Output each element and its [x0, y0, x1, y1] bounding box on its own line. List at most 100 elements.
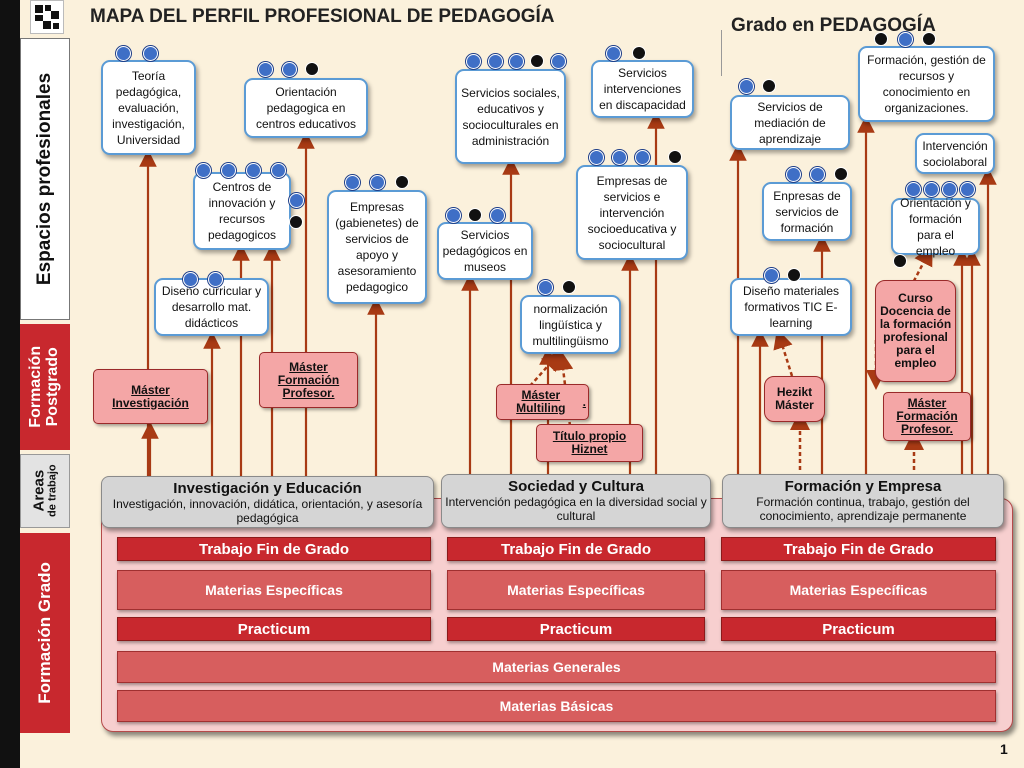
box-orientacion-centros: Orientación pedagogica en centros educat…	[244, 78, 368, 138]
box-normalizacion: normalización lingüística y multilingüis…	[520, 295, 621, 354]
area-investigacion-desc: Investigación, innovación, didática, ori…	[112, 497, 423, 525]
globe-icon	[208, 272, 223, 287]
box-gestion-organizaciones: Formación, gestión de recursos y conocim…	[858, 46, 995, 122]
box-orientacion-empleo: Orientación y formación para el empleo	[891, 196, 980, 258]
side-label-areas: Areas de trabajo	[20, 454, 70, 528]
box-sociolaboral: Intervención sociolaboral	[915, 133, 995, 174]
globe-icon	[898, 32, 913, 47]
box-centros-innovacion: Centros de innovación y recursos pedagog…	[193, 172, 291, 250]
globe-icon	[786, 167, 801, 182]
area-sociedad: Sociedad y Cultura Intervención pedagógi…	[441, 474, 711, 528]
camera-icon	[834, 167, 848, 181]
camera-icon	[787, 268, 801, 282]
logo-icon	[35, 5, 59, 29]
box-servicios-discapacidad: Servicios intervenciones en discapacidad	[591, 60, 694, 118]
globe-icon	[960, 182, 975, 197]
globe-icon	[258, 62, 273, 77]
globe-icon	[490, 208, 505, 223]
practicum-bar-1: Practicum	[117, 617, 431, 641]
globe-icon	[446, 208, 461, 223]
globe-icon	[810, 167, 825, 182]
box-mediacion: Servicios de mediación de aprendizaje	[730, 95, 850, 150]
globe-icon	[635, 150, 650, 165]
master-profesor-box-2: Máster Formación Profesor.	[883, 392, 971, 441]
globe-icon	[466, 54, 481, 69]
especificas-bar-1: Materias Específicas	[117, 570, 431, 610]
camera-icon	[530, 54, 544, 68]
practicum-bar-3: Practicum	[721, 617, 996, 641]
tfg-bar-2: Trabajo Fin de Grado	[447, 537, 705, 561]
dotted-arrow-multiling	[529, 350, 562, 387]
tfg-bar-1: Trabajo Fin de Grado	[117, 537, 431, 561]
globe-icon	[196, 163, 211, 178]
globe-icon	[345, 175, 360, 190]
globe-icon	[282, 62, 297, 77]
area-sociedad-desc: Intervención pedagógica en la diversidad…	[445, 495, 707, 523]
area-formacion-desc: Formación continua, trabajo, gestión del…	[756, 495, 970, 523]
globe-icon	[589, 150, 604, 165]
area-sociedad-title: Sociedad y Cultura	[508, 478, 644, 495]
especificas-bar-3: Materias Específicas	[721, 570, 996, 610]
camera-icon	[874, 32, 888, 46]
practicum-bar-2: Practicum	[447, 617, 705, 641]
box-empresas-socioeducativa: Empresas de servicios e intervención soc…	[576, 165, 688, 260]
area-investigacion-title: Investigación y Educación	[173, 480, 362, 497]
globe-icon	[924, 182, 939, 197]
master-multiling-text: Máster Multiling	[516, 388, 566, 415]
globe-icon	[221, 163, 236, 178]
globe-icon	[606, 46, 621, 61]
camera-icon	[893, 254, 907, 268]
area-formacion: Formación y Empresa Formación continua, …	[722, 474, 1004, 528]
box-teoria: Teoría pedagógica, evaluación, investiga…	[101, 60, 196, 155]
box-empresas-apoyo: Empresas (gabienetes) de servicios de ap…	[327, 190, 427, 304]
master-investigacion-box: Máster Investigación	[93, 369, 208, 424]
globe-icon	[143, 46, 158, 61]
tfg-bar-3: Trabajo Fin de Grado	[721, 537, 996, 561]
globe-icon	[612, 150, 627, 165]
globe-icon	[739, 79, 754, 94]
generales-bar: Materias Generales	[117, 651, 996, 683]
university-logo	[30, 0, 64, 34]
globe-icon	[370, 175, 385, 190]
camera-icon	[762, 79, 776, 93]
box-empresas-formacion: Enpresas de servicios de formación	[762, 182, 852, 241]
page-subtitle: Grado en PEDAGOGÍA	[731, 15, 936, 36]
globe-icon	[764, 268, 779, 283]
globe-icon	[289, 193, 304, 208]
master-multiling-box: Máster Multiling.	[496, 384, 589, 420]
side-label-grado: Formación Grado	[20, 533, 70, 733]
area-formacion-title: Formación y Empresa	[784, 478, 942, 495]
camera-icon	[305, 62, 319, 76]
globe-icon	[488, 54, 503, 69]
box-diseno-curricular: Diseño curricular y desarrollo mat. didá…	[154, 278, 269, 336]
master-multiling-dot: .	[582, 394, 586, 409]
camera-icon	[562, 280, 576, 294]
globe-icon	[509, 54, 524, 69]
globe-icon	[183, 272, 198, 287]
box-servicios-museos: Servicios pedagógicos en museos	[437, 222, 533, 280]
camera-icon	[632, 46, 646, 60]
box-servicios-sociales: Servicios sociales, educativos y sociocu…	[455, 69, 566, 164]
dotted-arrow-hezikt	[773, 328, 794, 377]
camera-icon	[922, 32, 936, 46]
left-bar	[0, 0, 20, 768]
camera-icon	[668, 150, 682, 164]
globe-icon	[551, 54, 566, 69]
page-number: 1	[1000, 741, 1008, 757]
area-investigacion: Investigación y Educación Investigación,…	[101, 476, 434, 528]
basicas-bar: Materias Básicas	[117, 690, 996, 722]
titulo-hiznet-box: Título propio Hiznet	[536, 424, 643, 462]
camera-icon	[468, 208, 482, 222]
title-divider	[721, 30, 722, 76]
side-label-postgrado: Formación Postgrado	[20, 324, 70, 450]
especificas-bar-2: Materias Específicas	[447, 570, 705, 610]
globe-icon	[538, 280, 553, 295]
side-label-espacios: Espacios profesionales	[20, 38, 70, 320]
hezikt-master-box: Hezikt Máster	[764, 376, 825, 422]
globe-icon	[246, 163, 261, 178]
globe-icon	[116, 46, 131, 61]
globe-icon	[906, 182, 921, 197]
master-profesor-box-1: Máster Formación Profesor.	[259, 352, 358, 408]
camera-icon	[395, 175, 409, 189]
globe-icon	[271, 163, 286, 178]
